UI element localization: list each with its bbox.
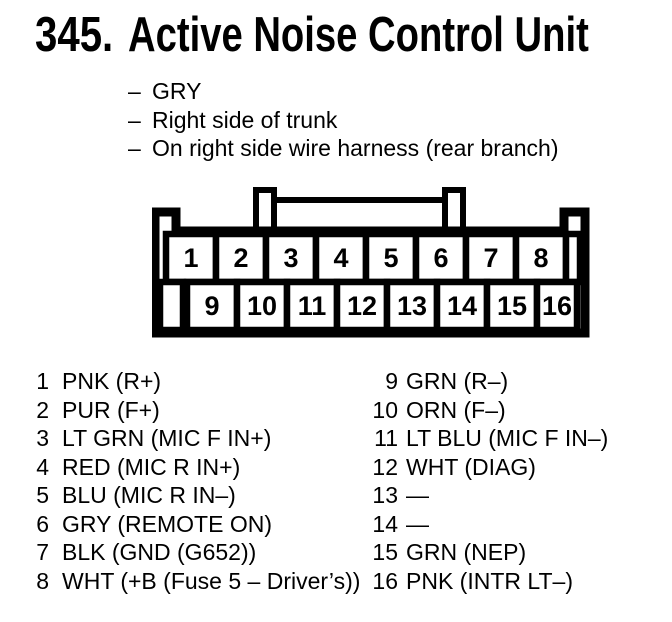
- detail-text: On right side wire harness (rear branch): [152, 135, 559, 161]
- pin-cell: [483, 278, 541, 334]
- pin-number: 12: [347, 291, 377, 321]
- pin-row-label: PUR (F+): [62, 396, 160, 423]
- pin-number: 4: [333, 243, 348, 273]
- pin-row-number: 13: [372, 482, 398, 508]
- pin-row: 3 LT GRN (MIC F IN+): [1, 424, 360, 453]
- pin-row: 15 GRN (NEP): [350, 538, 608, 567]
- pin-number: 3: [283, 243, 298, 273]
- pin-row: 11 LT BLU (MIC F IN–): [350, 424, 608, 453]
- pin-number: 11: [298, 291, 327, 321]
- pin-number: 5: [383, 243, 398, 273]
- pin-row: 12 WHT (DIAG): [350, 453, 608, 482]
- pin-number: 7: [483, 243, 498, 273]
- pin-cell: [533, 278, 581, 334]
- pin-row-number: 4: [36, 453, 49, 480]
- pin-number: 2: [233, 243, 248, 273]
- pin-row-label: GRN (R–): [406, 368, 509, 394]
- pin-row-number: 1: [36, 368, 49, 394]
- pin-number: 16: [542, 291, 572, 321]
- pin-row: 13 —: [350, 481, 608, 510]
- pin-row-label: WHT (+B (Fuse 5 – Driver’s)): [62, 567, 361, 594]
- pin-number: 13: [397, 291, 427, 321]
- pin-row-label: GRN (NEP): [406, 539, 527, 565]
- pin-row-number: 11: [374, 425, 398, 451]
- pin-number: 6: [433, 243, 448, 273]
- bullet-dash: –: [128, 135, 141, 161]
- pin-row: 10 ORN (F–): [350, 396, 608, 425]
- connector-details: –GRY–Right side of trunk–On right side w…: [128, 77, 559, 163]
- detail-text: Right side of trunk: [152, 106, 338, 133]
- pin-row-number: 6: [36, 510, 49, 537]
- pin-row-number: 8: [36, 567, 49, 594]
- pin-row-number: 16: [372, 567, 398, 594]
- pin-row: 14 —: [350, 510, 608, 539]
- pin-row-label: LT BLU (MIC F IN–): [406, 425, 609, 451]
- pin-number: 8: [533, 243, 548, 273]
- bullet-dash: –: [128, 78, 141, 104]
- pin-row: 5 BLU (MIC R IN–): [1, 481, 360, 510]
- pin-row-number: 14: [372, 510, 398, 537]
- detail-item: –GRY: [128, 77, 559, 106]
- pin-row-label: PNK (R+): [62, 368, 162, 394]
- pin-number: 10: [247, 291, 277, 321]
- pin-row-label: ORN (F–): [406, 396, 506, 423]
- page-title: Active Noise Control Unit: [128, 8, 589, 62]
- blank-cell-top-right: [562, 230, 584, 286]
- pin-row-number: 7: [36, 539, 49, 565]
- pin-row-number: 10: [372, 396, 398, 423]
- pin-row-label: WHT (DIAG): [406, 453, 536, 480]
- pin-number: 15: [497, 291, 527, 321]
- pin-row-label: —: [406, 482, 429, 508]
- pin-row: 2 PUR (F+): [1, 396, 360, 425]
- pin-row-label: —: [406, 510, 429, 537]
- pin-list-left: 1 PNK (R+) 2 PUR (F+) 3 LT GRN (MIC F IN+) 4 RE…: [1, 367, 360, 595]
- pin-number: 9: [204, 291, 219, 321]
- detail-item: –Right side of trunk: [128, 106, 559, 135]
- pin-row-label: LT GRN (MIC F IN+): [62, 425, 272, 451]
- pin-row-label: BLK (GND (G652)): [62, 539, 257, 565]
- pin-row-number: 5: [36, 482, 49, 508]
- pin-row-label: PNK (INTR LT–): [406, 567, 573, 594]
- pin-row: 9 GRN (R–): [350, 367, 608, 396]
- pin-row-label: GRY (REMOTE ON): [62, 510, 272, 537]
- pin-row: 16 PNK (INTR LT–): [350, 567, 608, 596]
- pin-number: 14: [447, 291, 477, 321]
- pin-row: 4 RED (MIC R IN+): [1, 453, 360, 482]
- blank-cell-bottom-left: [156, 278, 187, 334]
- pin-row-number: 12: [372, 453, 398, 480]
- detail-text: GRY: [152, 78, 202, 104]
- pin-number: 1: [183, 243, 198, 273]
- pin-row-number: 15: [372, 539, 398, 565]
- detail-item: –On right side wire harness (rear branch…: [128, 134, 559, 163]
- section-number: 345.: [35, 8, 114, 62]
- pin-row: 7 BLK (GND (G652)): [1, 538, 360, 567]
- connector-lock-bar: [259, 197, 461, 234]
- pin-row-number: 2: [36, 396, 49, 423]
- pin-row-label: BLU (MIC R IN–): [62, 482, 236, 508]
- bullet-dash: –: [128, 106, 141, 133]
- pin-cell: [412, 230, 470, 286]
- pin-row: 8 WHT (+B (Fuse 5 – Driver’s)): [1, 567, 360, 596]
- pin-row-number: 3: [36, 425, 49, 451]
- pin-row-label: RED (MIC R IN+): [62, 453, 241, 480]
- pin-row: 1 PNK (R+): [1, 367, 360, 396]
- pin-row: 6 GRY (REMOTE ON): [1, 510, 360, 539]
- pin-row-number: 9: [385, 368, 398, 394]
